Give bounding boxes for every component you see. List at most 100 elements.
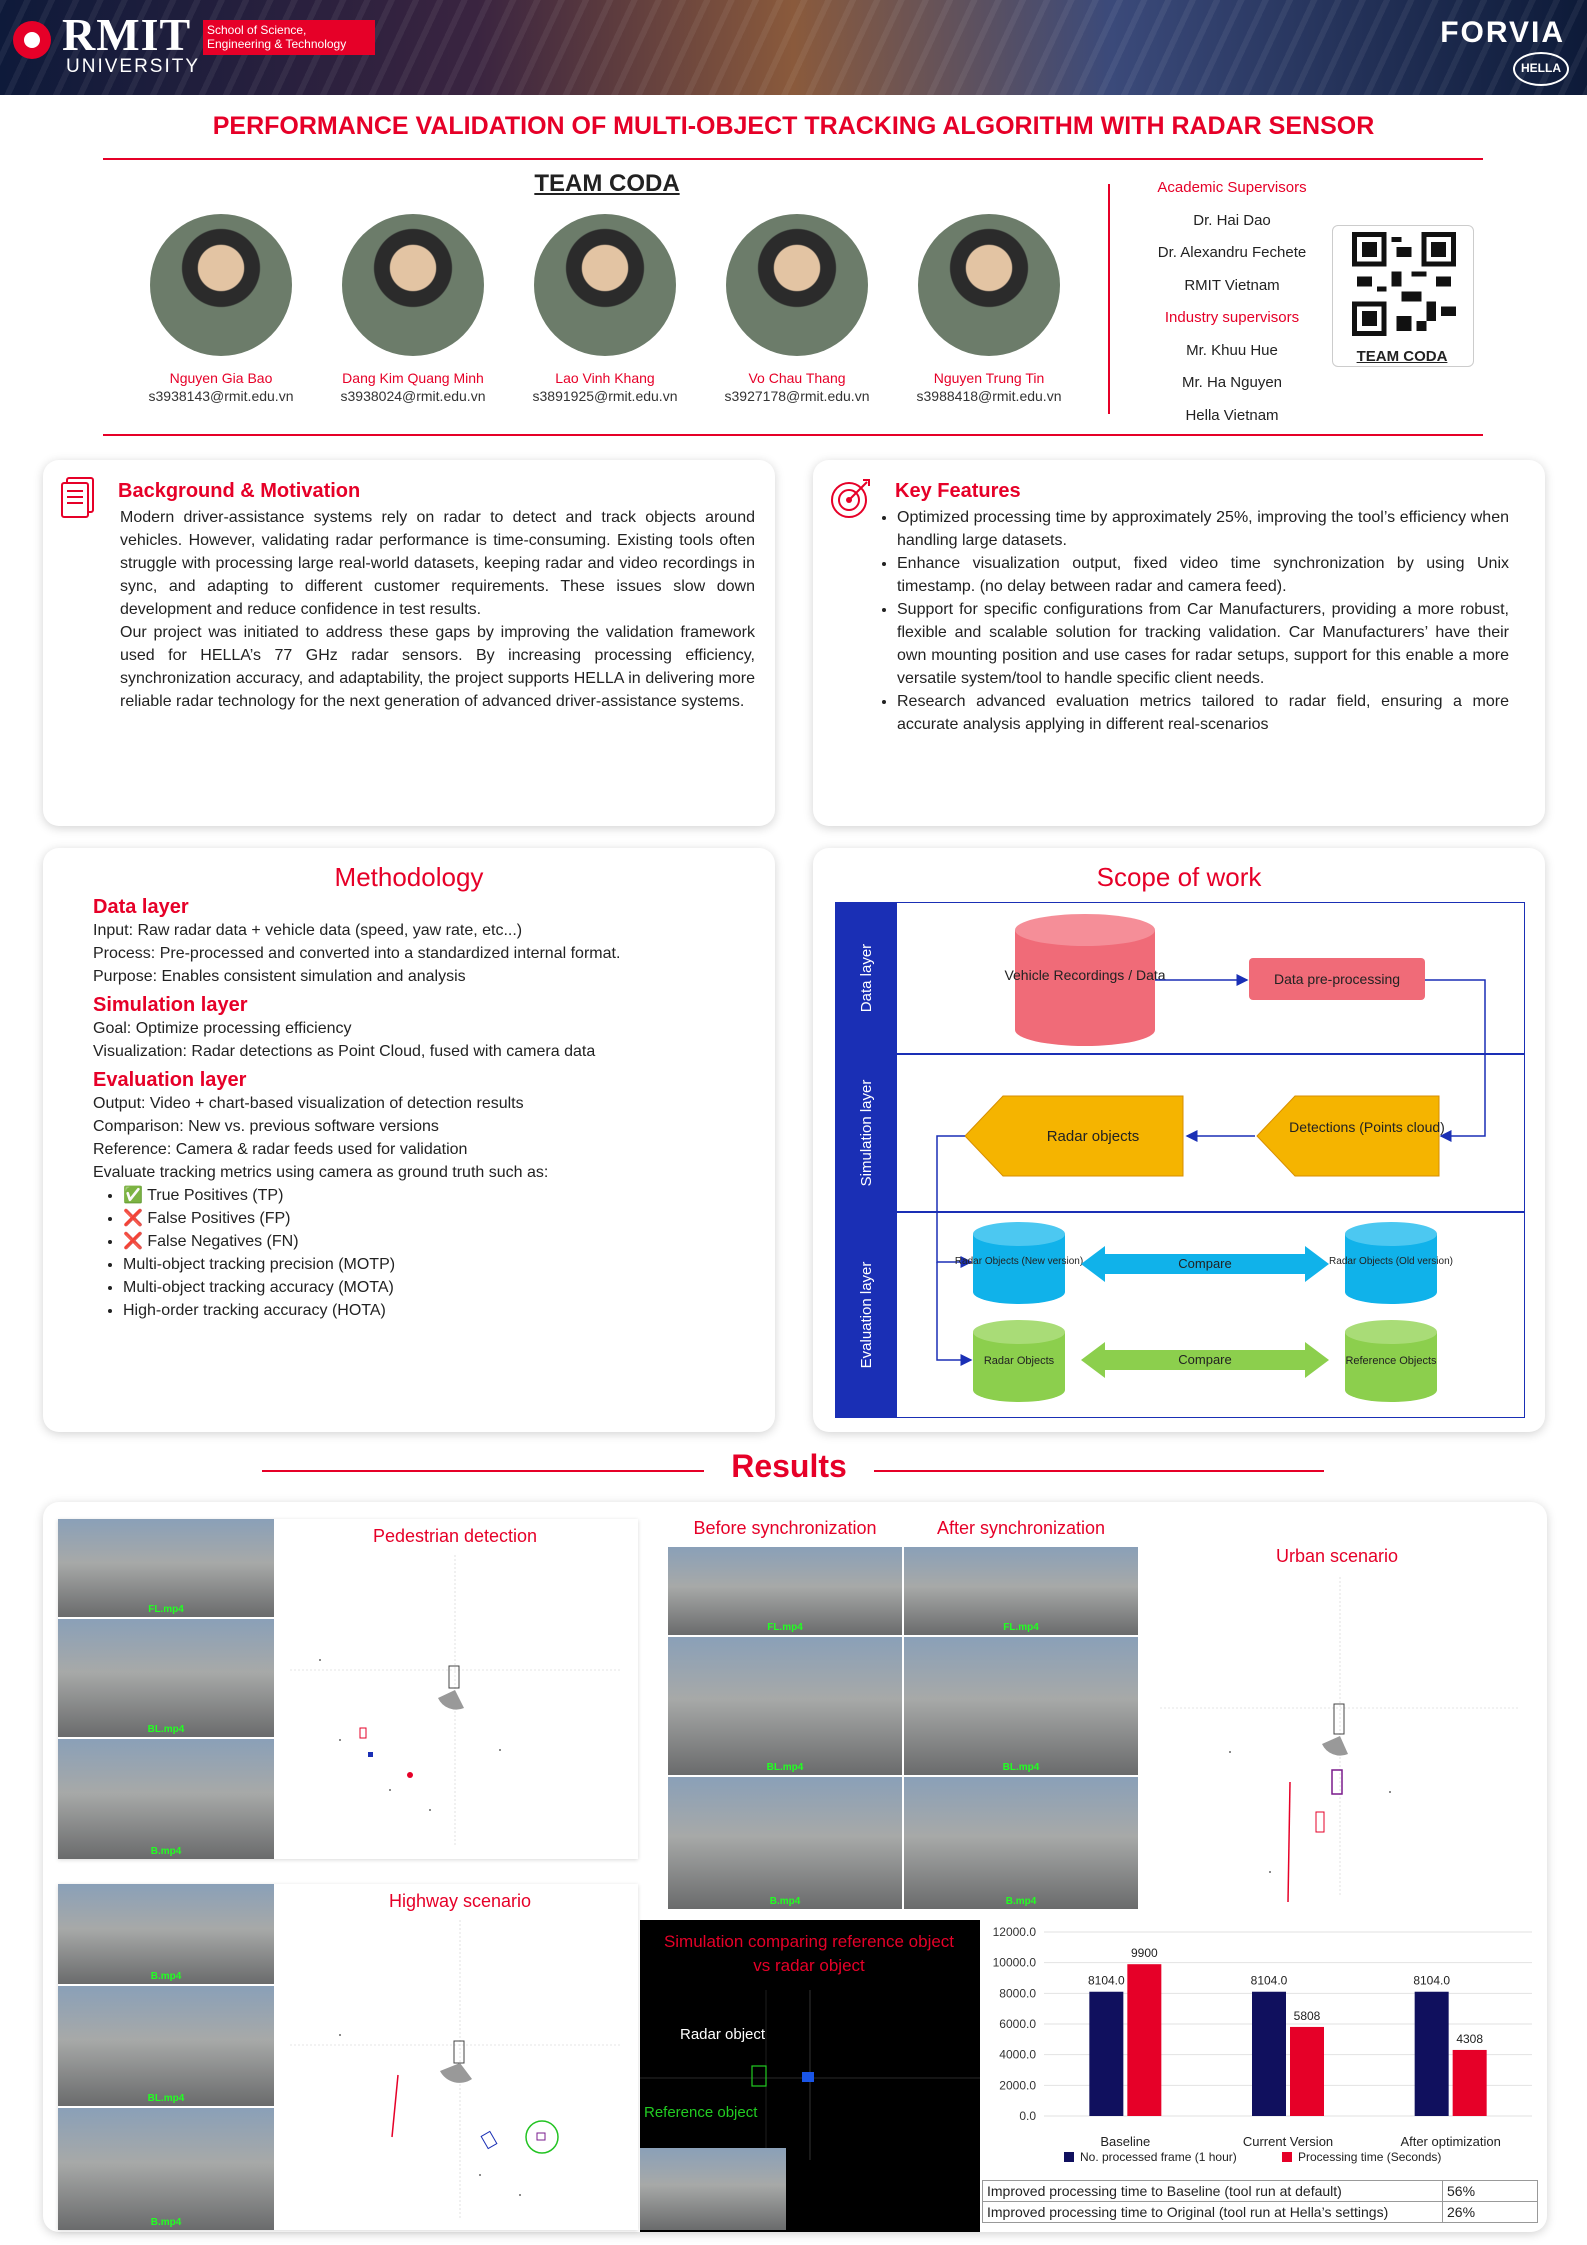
bar	[1414, 1991, 1449, 2116]
lane-label-data: Data layer	[858, 944, 875, 1012]
feature-item: Optimized processing time by approximate…	[897, 506, 1509, 552]
data-label: 5808	[1294, 2009, 1321, 2023]
metric-item: Multi-object tracking precision (MOTP)	[123, 1253, 729, 1276]
metric-item: ❌ False Negatives (FN)	[123, 1230, 729, 1253]
y-tick-label: 0.0	[1019, 2109, 1036, 2123]
detections-label: Detections (Points cloud)	[1289, 1119, 1445, 1135]
rmit-logo: RMIT UNIVERSITY	[62, 12, 200, 78]
table-cell: Improved processing time to Original (to…	[982, 2201, 1443, 2223]
y-tick-label: 2000.0	[999, 2078, 1036, 2092]
member-email: s3988418@rmit.edu.vn	[916, 388, 1062, 404]
urban-radar-plot	[1160, 1577, 1520, 1902]
after-sync-caption: After synchronization	[936, 1518, 1106, 1538]
radar-objects-label: Radar objects	[1047, 1128, 1140, 1145]
results-rule-right	[874, 1470, 1324, 1472]
urban-caption: Urban scenario	[1275, 1546, 1399, 1566]
radar-objects-cylinder	[973, 1320, 1065, 1402]
academic-heading: Academic Supervisors	[1157, 179, 1307, 196]
camera-frame: B.mp4	[58, 1739, 274, 1859]
industry-supervisor: Hella Vietnam	[1185, 406, 1279, 424]
member-email: s3891925@rmit.edu.vn	[532, 388, 678, 404]
before-sync-caption: Before synchronization	[693, 1518, 877, 1538]
industry-supervisor: Mr. Ha Nguyen	[1181, 374, 1283, 391]
data-layer-line: Input: Raw radar data + vehicle data (sp…	[93, 922, 523, 939]
team-divider	[103, 434, 1483, 436]
lane-label-evaluation: Evaluation layer	[858, 1262, 875, 1369]
supervisor-divider	[1108, 184, 1110, 414]
camera-tag: BL.mp4	[147, 2093, 185, 2104]
simulation-layer-line: Goal: Optimize processing efficiency	[93, 1020, 352, 1037]
member-name: Nguyen Gia Bao	[169, 370, 273, 386]
qr-label: TEAM CODA	[1356, 348, 1448, 365]
supervisors: Academic Supervisors Dr. Hai Dao Dr. Ale…	[1122, 172, 1342, 432]
camera-frame: BL.mp4	[58, 1619, 274, 1737]
qr-code-icon[interactable]	[1352, 232, 1456, 336]
metric-item: Multi-object tracking accuracy (MOTA)	[123, 1276, 729, 1299]
simulation-caption: Simulation comparing reference object vs…	[663, 1932, 955, 1975]
camera-tag: BL.mp4	[147, 1724, 185, 1735]
table-cell: 56%	[1442, 2180, 1538, 2202]
member-photo	[534, 214, 676, 356]
background-panel: Background & Motivation Modern driver-as…	[43, 460, 775, 826]
flow-arrow	[1425, 979, 1486, 1142]
data-layer-heading: Data layer	[93, 896, 189, 918]
simulation-layer-line: Visualization: Radar detections as Point…	[93, 1043, 596, 1060]
camera-tag: FL.mp4	[1003, 1622, 1039, 1633]
data-label: 9900	[1131, 1946, 1158, 1960]
evaluation-layer-heading: Evaluation layer	[93, 1069, 247, 1091]
radar-obj-label: Radar Objects	[984, 1355, 1055, 1367]
data-layer-line: Process: Pre-processed and converted int…	[93, 945, 621, 962]
scope-title: Scope of work	[1096, 862, 1262, 892]
data-label: 8104.0	[1251, 1974, 1288, 1988]
y-tick-label: 10000.0	[993, 1956, 1037, 1970]
background-title: Background & Motivation	[118, 480, 361, 502]
camera-tag: B.mp4	[769, 1896, 801, 1907]
bar	[1290, 2026, 1324, 2116]
camera-frame-after: B.mp4	[904, 1777, 1138, 1909]
x-tick-label: Baseline	[1100, 2134, 1150, 2149]
header-banner	[0, 0, 1587, 95]
flow-arrow	[936, 1135, 973, 1268]
camera-frame-after: FL.mp4	[904, 1547, 1138, 1635]
radar-new-label: Radar Objects (New version)	[955, 1256, 1083, 1267]
member-email: s3938024@rmit.edu.vn	[340, 388, 486, 404]
x-tick-label: Current Version	[1243, 2134, 1333, 2149]
member-photo	[342, 214, 484, 356]
member-email: s3938143@rmit.edu.vn	[148, 388, 294, 404]
evaluation-layer-line: Output: Video + chart-based visualizatio…	[93, 1095, 524, 1112]
detections-shape	[1256, 1095, 1440, 1177]
evaluation-layer-line: Reference: Camera & radar feeds used for…	[93, 1141, 468, 1158]
camera-frame-before: FL.mp4	[668, 1547, 902, 1635]
rmit-logo-icon	[13, 21, 51, 59]
member-name: Vo Chau Thang	[748, 370, 846, 386]
document-icon	[61, 477, 94, 518]
camera-frame-after: BL.mp4	[904, 1637, 1138, 1775]
lane-label-simulation: Simulation layer	[858, 1080, 875, 1187]
table-cell: 26%	[1442, 2201, 1538, 2223]
simulation-grid	[640, 1990, 980, 2160]
member-card: Nguyen Trung Tin s3988418@rmit.edu.vn	[899, 214, 1079, 404]
compare-arrow-blue	[1081, 1246, 1329, 1282]
metrics-list: ✅ True Positives (TP) ❌ False Positives …	[93, 1184, 729, 1322]
academic-supervisor: Dr. Alexandru Fechete	[1157, 244, 1307, 261]
school-badge: School of Science, Engineering & Technol…	[203, 20, 375, 55]
y-tick-label: 12000.0	[993, 1925, 1037, 1939]
detections-text: Detections (Points cloud)	[1289, 1119, 1445, 1135]
metric-item: ❌ False Positives (FP)	[123, 1207, 729, 1230]
feature-item: Enhance visualization output, fixed vide…	[897, 552, 1509, 598]
methodology-body: Data layer Input: Raw radar data + vehic…	[93, 890, 729, 1322]
data-label: 8104.0	[1088, 1974, 1125, 1988]
compare-label: Compare	[1178, 1256, 1231, 1271]
pedestrian-radar-plot	[290, 1555, 620, 1845]
camera-frame-before: BL.mp4	[668, 1637, 902, 1775]
preprocess-box	[1249, 958, 1425, 1000]
compare-arrow-green	[1081, 1342, 1329, 1378]
member-name: Nguyen Trung Tin	[933, 370, 1045, 386]
team-title: TEAM CODA	[534, 170, 680, 197]
radar-object-label: Radar object	[680, 2026, 766, 2043]
improvement-table: Improved processing time to Baseline (to…	[982, 2180, 1538, 2223]
radar-old-label: Radar Objects (Old version)	[1329, 1256, 1453, 1267]
bar	[1452, 2049, 1487, 2116]
legend-swatch	[1282, 2152, 1292, 2162]
vehicle-data-label: Vehicle Recordings / Data	[1004, 967, 1165, 983]
